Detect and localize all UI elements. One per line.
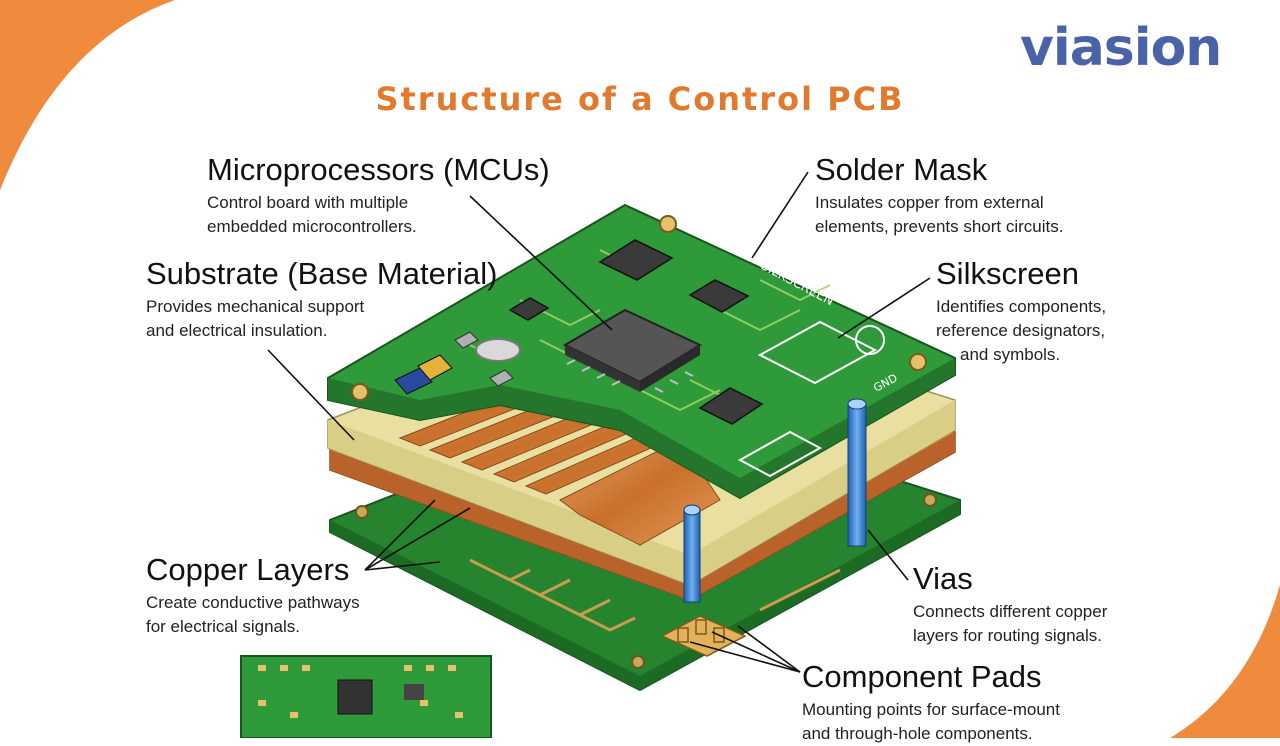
capacitors <box>394 331 514 395</box>
bottom-board-edge <box>330 500 960 690</box>
label-heading: Silkscreen <box>936 256 1079 291</box>
label-desc-line: elements, prevents short circuits. <box>815 216 1064 236</box>
label-desc-line: and electrical insulation. <box>146 320 328 340</box>
top-board-holes <box>351 215 927 401</box>
label-desc-line: embedded microcontrollers. <box>207 216 417 236</box>
label-desc-line: Provides mechanical support <box>146 297 365 317</box>
crystal-oscillator <box>475 338 521 362</box>
bottom-board-traces <box>469 558 841 632</box>
label-desc-line: Mounting points for surface-mount <box>802 700 1060 720</box>
label-heading: Copper Layers <box>146 552 350 587</box>
label-heading: Substrate (Base Material) <box>146 256 498 291</box>
corner-decoration-top-left <box>0 0 175 190</box>
label-solder-mask: Solder Mask Insulates copper from extern… <box>815 152 1064 239</box>
label-microprocessors: Microprocessors (MCUs) Control board wit… <box>207 152 550 239</box>
label-desc-line: Insulates copper from external <box>815 193 1044 213</box>
brand-logo: viasion <box>1020 18 1222 78</box>
label-desc-line: Control board with multiple <box>207 193 409 213</box>
leader-lines <box>267 171 931 673</box>
label-desc-line: layers for routing signals. <box>913 625 1102 645</box>
label-desc-line: Create conductive pathways <box>146 593 360 613</box>
via-left <box>683 504 701 603</box>
label-heading: Solder Mask <box>815 152 988 187</box>
small-ic-top <box>508 239 764 425</box>
label-heading: Component Pads <box>802 659 1042 694</box>
label-desc-line: for electrical signals. <box>146 616 301 636</box>
label-desc-line: reference designators, <box>936 320 1106 340</box>
label-desc-line: Identifies components, <box>936 297 1107 317</box>
bottom-board-holes <box>355 493 937 669</box>
corner-decoration-bottom-right <box>1170 585 1280 738</box>
via-right <box>847 398 867 547</box>
label-substrate: Substrate (Base Material) Provides mecha… <box>146 256 498 343</box>
label-desc-line: Connects different copper <box>913 602 1108 622</box>
label-desc-line: and symbols. <box>960 344 1061 364</box>
label-silkscreen: Silkscreen Identifies components, refere… <box>936 256 1107 366</box>
board-thumbnail <box>240 655 492 738</box>
label-heading: Vias <box>913 561 973 596</box>
label-component-pads: Component Pads Mounting points for surfa… <box>802 659 1060 746</box>
silkscreen-block <box>737 320 885 478</box>
label-heading: Microprocessors (MCUs) <box>207 152 550 187</box>
label-desc-line: and through-hole components. <box>802 723 1033 743</box>
page-title: Structure of a Control PCB <box>375 80 905 118</box>
label-vias: Vias Connects different copper layers fo… <box>913 561 1108 648</box>
mcu-chip <box>562 308 703 393</box>
label-copper-layers: Copper Layers Create conductive pathways… <box>146 552 360 639</box>
